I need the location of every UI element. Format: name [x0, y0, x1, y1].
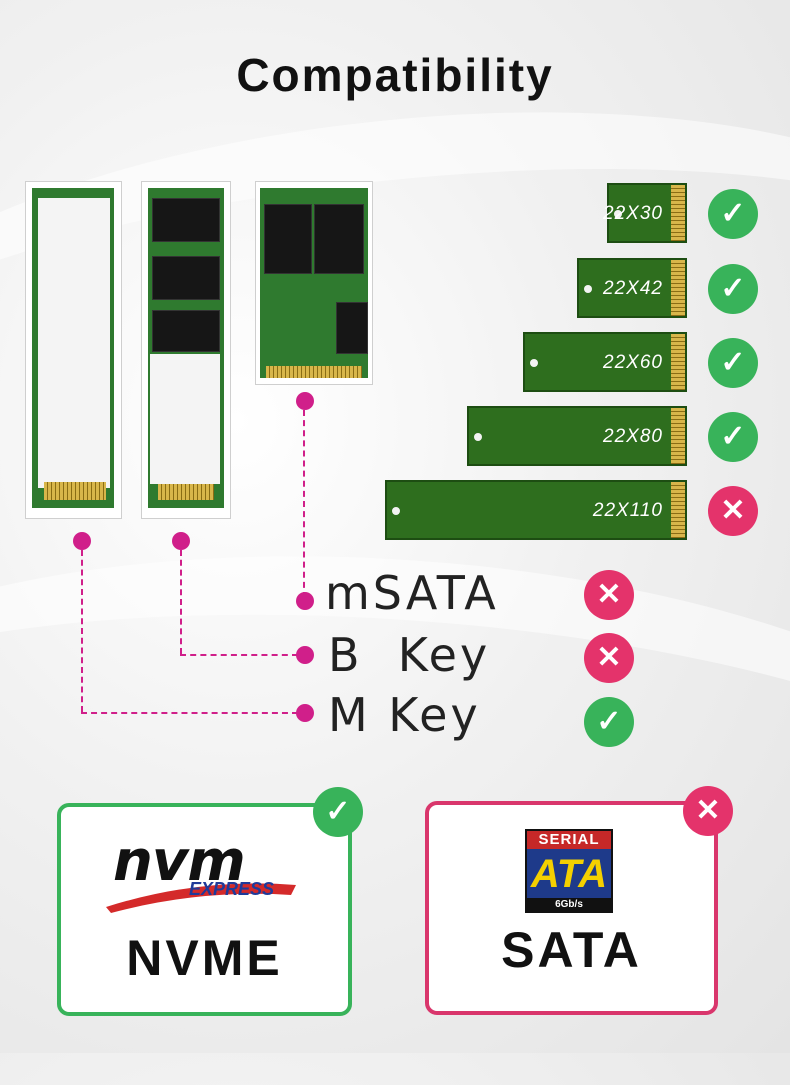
checkmark-icon: ✓	[584, 697, 634, 747]
connector-dot	[296, 646, 314, 664]
sata-label: SATA	[501, 922, 642, 978]
cross-icon: ✕	[584, 570, 634, 620]
checkmark-icon: ✓	[708, 338, 758, 388]
key-label-m-key: M Key	[328, 688, 481, 742]
size-bar-22x30: 22X30	[603, 183, 687, 243]
size-bar-22x60: 22X60	[523, 332, 687, 392]
key-label-b-key: B Key	[328, 628, 491, 682]
connector-dot	[73, 532, 91, 550]
checkmark-icon: ✓	[708, 412, 758, 462]
sata-card: SERIAL ATA 6Gb/s SATA	[425, 801, 718, 1015]
size-label: 22X42	[603, 278, 663, 299]
checkmark-icon: ✓	[708, 189, 758, 239]
connector-line	[180, 654, 298, 656]
size-label: 22X30	[603, 203, 663, 224]
size-label: 22X80	[603, 426, 663, 447]
size-label: 22X110	[592, 500, 663, 521]
nvme-swoosh-icon	[106, 883, 296, 913]
size-bar-22x80: 22X80	[467, 406, 687, 466]
nvme-logo-sub: EXPRESS	[189, 879, 275, 899]
sata-logo-main: ATA	[530, 852, 608, 896]
cross-icon: ✕	[708, 486, 758, 536]
page-title: Compatibility	[236, 49, 554, 101]
ssd-image-b-key	[141, 181, 231, 519]
connector-line	[303, 410, 305, 598]
size-bar-22x42: 22X42	[577, 258, 687, 318]
connector-line	[81, 550, 83, 712]
cross-icon: ✕	[584, 633, 634, 683]
sata-logo-top: SERIAL	[527, 831, 611, 849]
connector-dot	[296, 592, 314, 610]
connector-dot	[172, 532, 190, 550]
connector-dot	[296, 704, 314, 722]
connector-dot	[296, 392, 314, 410]
sata-logo-sub: 6Gb/s	[527, 898, 611, 911]
size-label: 22X60	[603, 352, 663, 373]
sata-logo: SERIAL ATA 6Gb/s	[525, 829, 613, 913]
connector-line	[81, 712, 298, 714]
cross-icon: ✕	[683, 786, 733, 836]
checkmark-icon: ✓	[313, 787, 363, 837]
key-label-msata: mSATA	[325, 566, 499, 620]
ssd-image-m-key	[25, 181, 122, 519]
nvme-logo: nvm	[113, 829, 246, 894]
ssd-image-msata	[255, 181, 373, 385]
nvme-label: NVME	[126, 930, 283, 986]
checkmark-icon: ✓	[708, 264, 758, 314]
connector-line	[180, 550, 182, 654]
nvme-card: nvm EXPRESS NVME	[57, 803, 352, 1016]
size-bar-22x110: 22X110	[385, 480, 687, 540]
